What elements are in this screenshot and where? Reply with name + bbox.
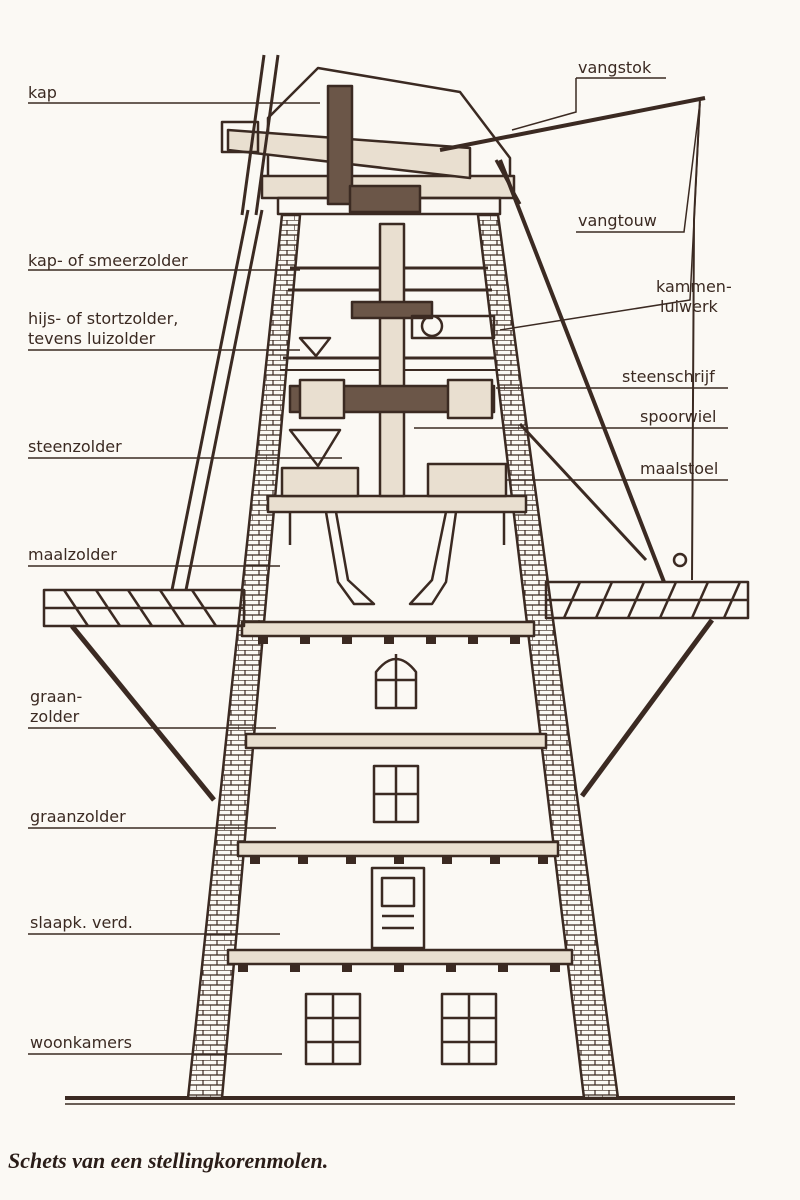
label-kap-smeerzolder: kap- of smeerzolder xyxy=(28,251,188,270)
floor-steenzolder xyxy=(266,494,528,514)
label-steenschrijf: steenschrijf xyxy=(622,367,715,386)
tail-strut xyxy=(498,159,666,583)
label-steenzolder: steenzolder xyxy=(28,437,122,456)
floor-graanzolder-2 xyxy=(236,840,560,858)
window-woonkamer-right xyxy=(440,992,498,1066)
millstone-left xyxy=(280,466,360,498)
label-kammenluiwerk-1: kammen- xyxy=(656,277,732,296)
floor-slaapk xyxy=(226,948,574,966)
main-shaft xyxy=(378,222,406,498)
label-graanzolder-b: graanzolder xyxy=(30,807,126,826)
vangstok-rod xyxy=(439,96,706,152)
window-arched xyxy=(374,654,418,710)
door xyxy=(370,866,426,950)
window-woonkamer-left xyxy=(304,992,362,1066)
label-spoorwiel: spoorwiel xyxy=(640,407,716,426)
label-woonkamers: woonkamers xyxy=(30,1033,132,1052)
millstone-right xyxy=(426,462,508,498)
label-vangtouw: vangtouw xyxy=(578,211,657,230)
gallery-right xyxy=(544,580,750,798)
label-hijs-1: hijs- of stortzolder, xyxy=(28,309,178,328)
window-graanzolder xyxy=(372,764,420,824)
floor-graanzolder xyxy=(244,732,548,750)
figure-caption: Schets van een stellingkorenmolen. xyxy=(8,1148,329,1173)
label-vangstok: vangstok xyxy=(578,58,652,77)
brake-wheel xyxy=(326,84,354,206)
label-graanzolder-a1: graan- xyxy=(30,687,82,706)
gallery-left xyxy=(42,588,246,802)
label-maalstoel: maalstoel xyxy=(640,459,718,478)
label-hijs-2: tevens luizolder xyxy=(28,329,156,348)
label-graanzolder-a2: zolder xyxy=(30,707,80,726)
label-maalzolder: maalzolder xyxy=(28,545,117,564)
label-slaapk: slaapk. verd. xyxy=(30,913,133,932)
floor-maalzolder xyxy=(240,620,536,638)
label-kap: kap xyxy=(28,83,57,102)
label-kammenluiwerk-2: luiwerk xyxy=(660,297,719,316)
